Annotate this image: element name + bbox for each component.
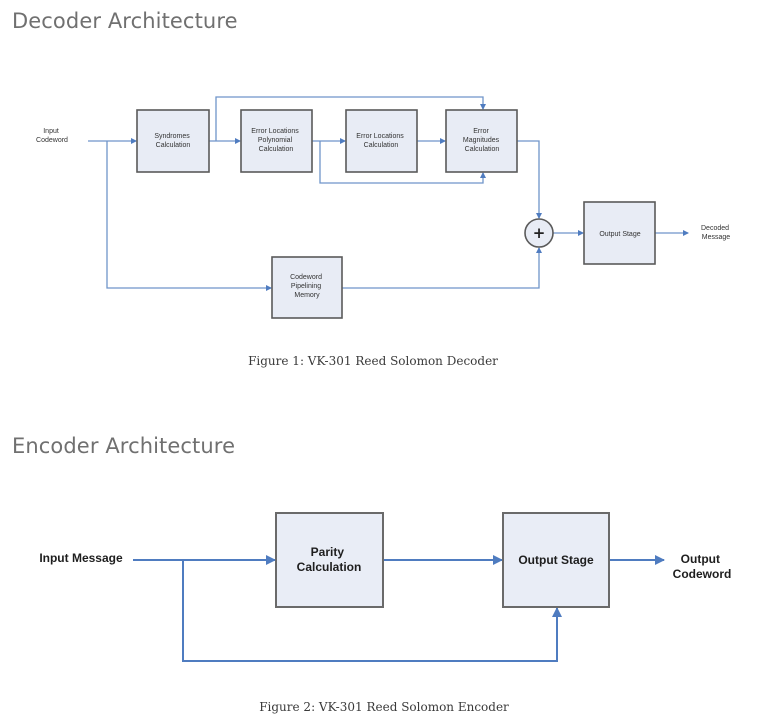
decoder-diagram: Input Codeword Syndromes Calculation Err… xyxy=(36,96,731,368)
wire-syndromes-to-magnitudes-top xyxy=(215,96,486,141)
block-error-magnitudes-calculation: Error Magnitudes Calculation xyxy=(445,109,518,173)
wire-memory-to-sum xyxy=(342,247,542,289)
block-error-locations-polynomial: Error Locations Polynomial Calculation xyxy=(240,109,313,173)
block-parity-calculation: Parity Calculation xyxy=(275,512,384,608)
svg-text:Output Stage: Output Stage xyxy=(518,553,594,567)
block-decoder-output-stage: Output Stage xyxy=(583,201,656,265)
encoder-output-label: Output Codeword xyxy=(673,552,732,581)
block-codeword-pipelining-memory: Codeword Pipelining Memory xyxy=(271,256,343,319)
wire-message-branch-to-output-stage xyxy=(182,560,562,662)
wire-poly-to-magnitudes-bottom xyxy=(319,141,486,184)
encoder-section-title: Encoder Architecture xyxy=(12,434,236,458)
svg-text:Syndromes Calculation: Syndromes Calculation xyxy=(154,133,191,149)
svg-text:Output Stage: Output Stage xyxy=(599,231,640,238)
svg-text:Error Magnitudes: Error Magnitudes Calculation xyxy=(463,128,501,153)
plus-icon: + xyxy=(533,224,546,242)
encoder-figure-caption: Figure 2: VK-301 Reed Solomon Encoder xyxy=(259,700,509,714)
decoder-figure-caption: Figure 1: VK-301 Reed Solomon Decoder xyxy=(248,354,498,368)
encoder-diagram: Input Message Parity Calculation Output … xyxy=(39,512,732,714)
encoder-input-label: Input Message xyxy=(39,551,123,565)
decoder-input-label: Input Codeword xyxy=(36,128,68,144)
block-syndromes-calculation: Syndromes Calculation xyxy=(136,109,210,173)
svg-text:Parity Calculation: Parity Calculation xyxy=(297,545,362,574)
svg-text:Error Locations Calcul: Error Locations Calculation xyxy=(356,133,405,149)
wire-input-branch-to-memory xyxy=(106,141,272,291)
block-error-locations-calculation: Error Locations Calculation xyxy=(345,109,418,173)
summing-junction: + xyxy=(524,218,554,248)
decoder-output-label: Decoded Message xyxy=(701,225,731,241)
decoder-section-title: Decoder Architecture xyxy=(12,9,238,33)
svg-text:Codeword Pipelining: Codeword Pipelining Memory xyxy=(290,274,324,299)
block-encoder-output-stage: Output Stage xyxy=(502,512,610,608)
wire-magnitudes-to-sum xyxy=(517,140,542,219)
svg-text:Error Locations Polyno: Error Locations Polynomial Calculation xyxy=(251,128,300,153)
